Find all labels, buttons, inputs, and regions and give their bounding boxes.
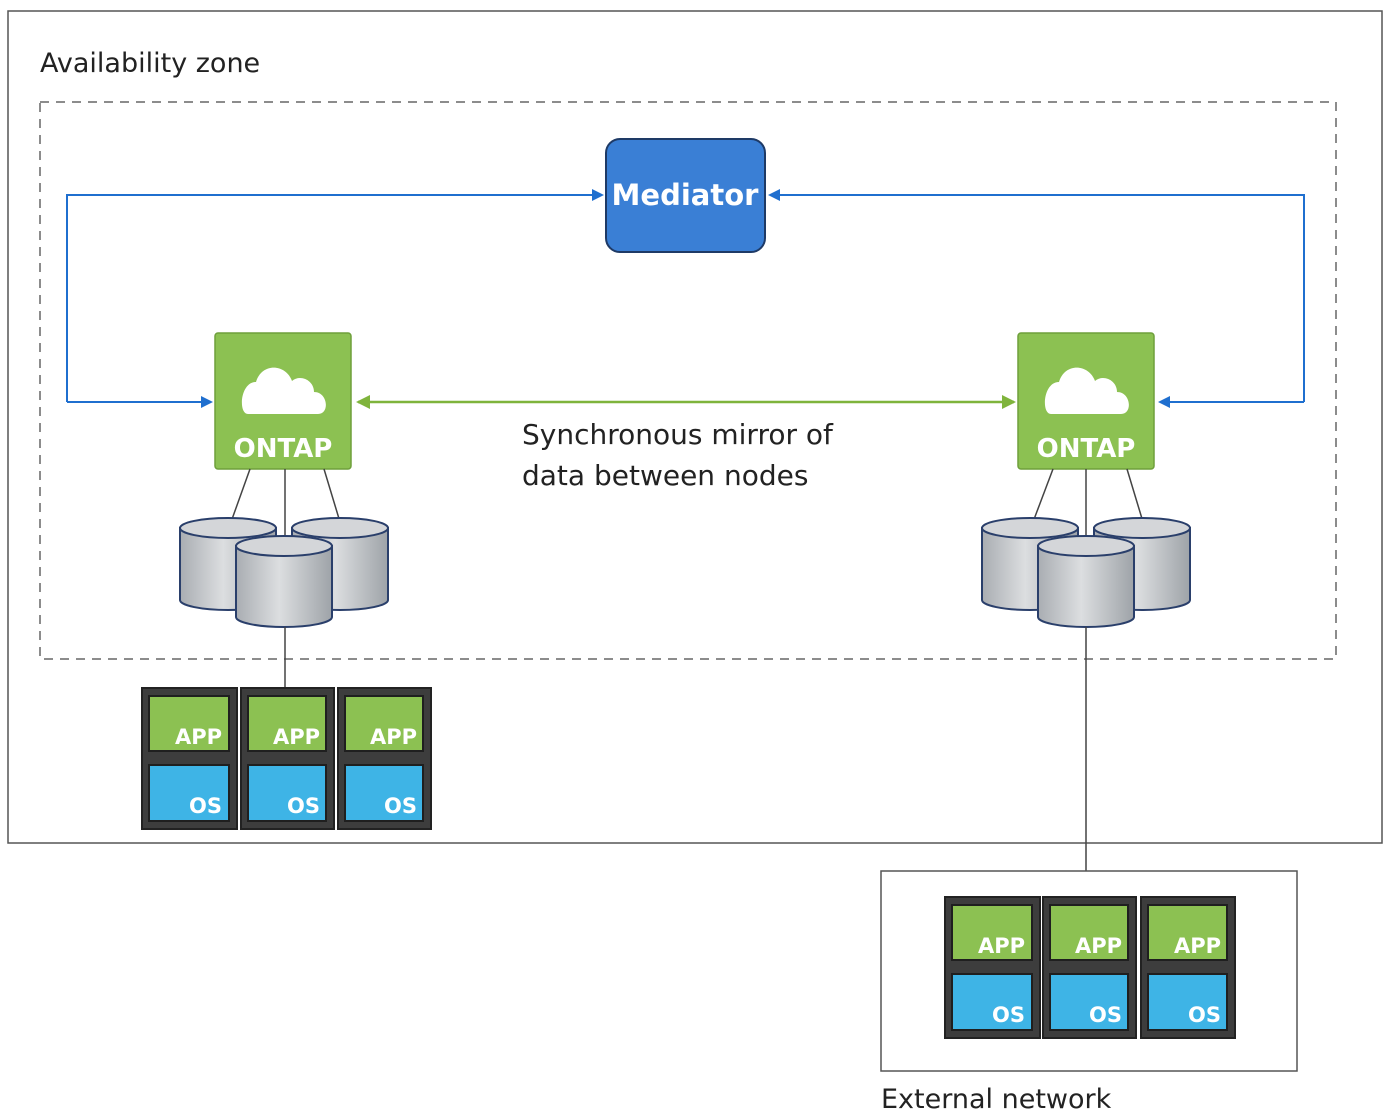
mediator-box: Mediator [605,138,766,253]
os-label: OS [287,794,320,818]
node-disk-connectors [230,468,1144,540]
external-network-title: External network [881,1084,1112,1115]
mirror-caption-line2: data between nodes [522,459,808,492]
cloud-icon [241,367,326,414]
os-label: OS [992,1003,1025,1027]
vm-group-1: APP OS APP OS APP OS [141,687,432,830]
zone-dashed-boundary [39,101,1337,660]
app-label: APP [1075,934,1122,958]
vm-tile: APP OS [944,896,1041,1039]
os-label: OS [1089,1003,1122,1027]
ontap-node-1: ONTAP [214,332,352,470]
mediator-links [66,189,1305,408]
availability-zone-title: Availability zone [40,48,260,79]
app-label: APP [273,725,320,749]
link-right-to-mediator [768,189,1305,402]
disk-cluster-1 [179,517,389,628]
vm-group-2: APP OS APP OS APP OS [944,896,1236,1039]
mediator-label: Mediator [612,178,760,212]
ontap-node-2-label: ONTAP [1037,434,1136,464]
ontap-node-1-label: ONTAP [234,434,333,464]
os-label: OS [189,794,222,818]
cloud-icon [1044,367,1129,414]
vm-tile: APP OS [337,687,432,830]
disk-cluster-2 [981,517,1191,628]
app-label: APP [978,934,1025,958]
os-label: OS [1188,1003,1221,1027]
app-label: APP [175,725,222,749]
vm-tile: APP OS [240,687,335,830]
vm-tile: APP OS [1042,896,1137,1039]
app-label: APP [370,725,417,749]
mirror-caption-line1: Synchronous mirror of [522,418,834,451]
os-label: OS [384,794,417,818]
disk [235,535,333,628]
vm-tile: APP OS [141,687,238,830]
ontap-node-2: ONTAP [1017,332,1155,470]
app-label: APP [1174,934,1221,958]
disk [1037,535,1135,628]
vm-tile: APP OS [1140,896,1236,1039]
link-left-to-mediator [66,189,604,402]
